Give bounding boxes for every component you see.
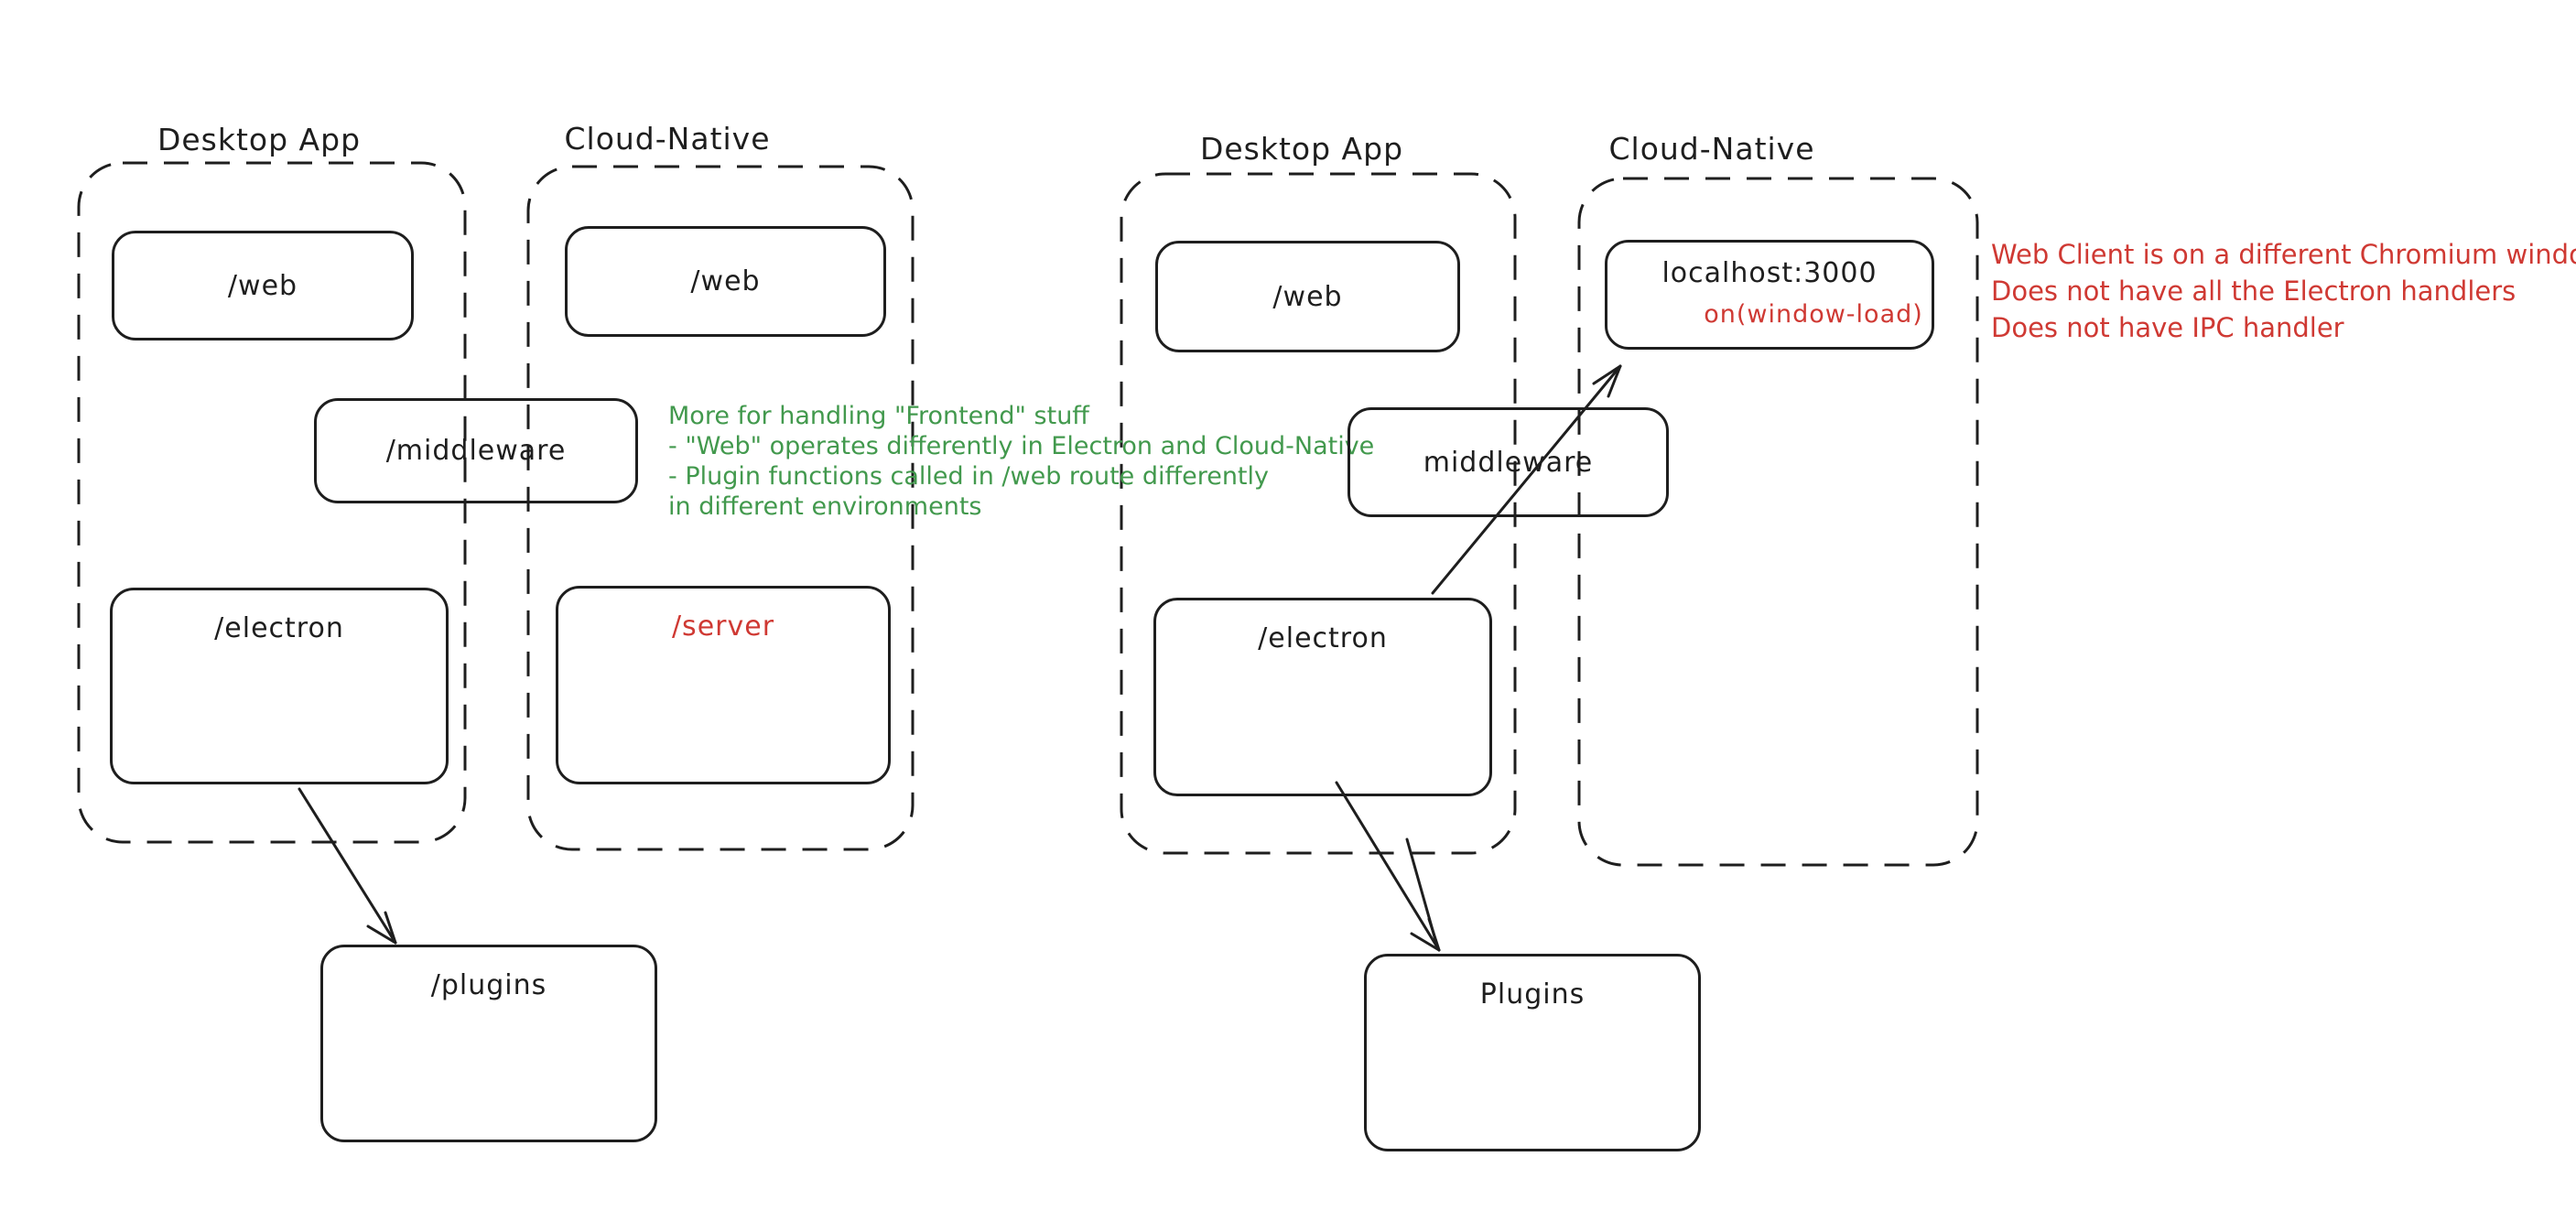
group-title-cloud-left: Cloud-Native <box>564 121 771 157</box>
node-electron-left: /electron <box>110 588 449 784</box>
arrow-electron-to-plugins-right <box>1335 781 1441 952</box>
note-green-line: - "Web" operates differently in Electron… <box>668 432 1375 460</box>
node-middleware-left-label: /middleware <box>385 435 567 467</box>
group-title-desktop-right: Desktop App <box>1199 131 1404 167</box>
node-plugins-right: Plugins <box>1364 954 1701 1151</box>
node-web-desktop-left-label: /web <box>227 269 298 302</box>
node-web-desktop-right: /web <box>1155 241 1460 352</box>
note-red-line: Does not have all the Electron handlers <box>1991 276 2516 307</box>
group-title-desktop-left: Desktop App <box>157 122 362 157</box>
node-localhost: localhost:3000 on(window-load) <box>1605 240 1934 350</box>
node-plugins-left: /plugins <box>320 945 657 1142</box>
node-web-cloud-left: /web <box>565 226 886 337</box>
note-red-line: Does not have IPC handler <box>1991 312 2344 343</box>
node-web-desktop-right-label: /web <box>1272 280 1343 313</box>
note-red-web-client: Web Client is on a different Chromium wi… <box>1991 236 2576 346</box>
note-green-line: More for handling "Frontend" stuff <box>668 402 1089 430</box>
note-green-frontend: More for handling "Frontend" stuff - "We… <box>668 401 1374 522</box>
note-green-line: - Plugin functions called in /web route … <box>668 462 1270 491</box>
node-electron-left-label: /electron <box>214 612 344 644</box>
note-green-line: in different environments <box>668 492 982 521</box>
node-electron-right-label: /electron <box>1258 622 1388 654</box>
arrow-electron-to-plugins-left <box>298 787 397 945</box>
node-middleware-left: /middleware <box>314 398 638 503</box>
node-plugins-left-label: /plugins <box>430 969 547 1001</box>
group-title-cloud-right: Cloud-Native <box>1608 131 1815 167</box>
node-web-desktop-left: /web <box>112 231 414 340</box>
node-server-left: /server <box>556 586 891 784</box>
node-server-left-label: /server <box>671 611 775 643</box>
note-red-line: Web Client is on a different Chromium wi… <box>1991 239 2576 270</box>
node-middleware-right: middleware <box>1348 407 1669 517</box>
node-electron-right: /electron <box>1153 598 1492 796</box>
node-localhost-window-load-label: on(window-load) <box>1704 300 1923 329</box>
node-middleware-right-label: middleware <box>1423 446 1594 479</box>
node-web-cloud-left-label: /web <box>690 265 761 297</box>
node-localhost-label: localhost:3000 <box>1661 257 1878 289</box>
node-plugins-right-label: Plugins <box>1479 978 1586 1010</box>
